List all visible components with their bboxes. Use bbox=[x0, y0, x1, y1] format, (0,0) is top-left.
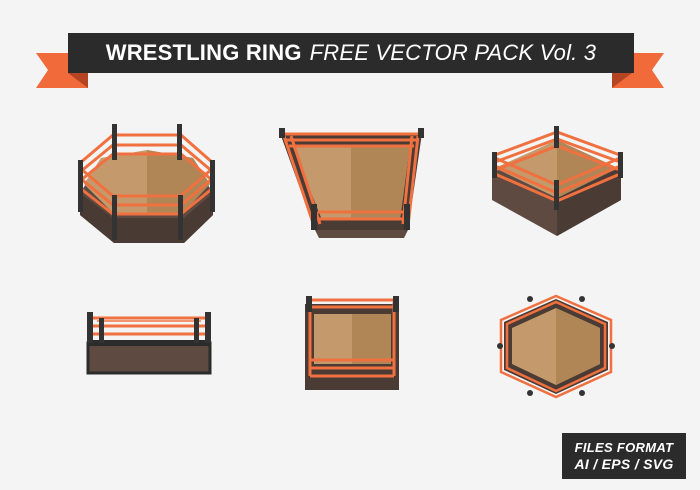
ring-front-view bbox=[305, 296, 399, 390]
octagon-ring-back-ropes bbox=[79, 133, 214, 183]
square-ring-front bbox=[279, 128, 424, 238]
ring-side-view-ropes bbox=[92, 316, 206, 336]
files-format-types: AI / EPS / SVG bbox=[574, 456, 674, 472]
octagon-ring-front-ropes bbox=[79, 166, 214, 216]
banner-left-fold bbox=[68, 73, 88, 88]
title-banner: WRESTLING RING FREE VECTOR PACK Vol. 3 bbox=[0, 0, 700, 110]
hexagon-ring-mat-shade bbox=[556, 308, 600, 385]
banner-title: WRESTLING RING FREE VECTOR PACK Vol. 3 bbox=[68, 33, 634, 73]
ring-side-view bbox=[86, 312, 212, 375]
banner-right-fold bbox=[612, 73, 632, 88]
hexagon-ring-ropes bbox=[499, 294, 613, 399]
hexagon-ring-posts bbox=[497, 296, 615, 396]
ring-front-view-ropes bbox=[308, 298, 396, 378]
square-ring-front-posts bbox=[279, 128, 424, 230]
square-ring-diamond-posts bbox=[492, 126, 623, 210]
banner-band bbox=[68, 33, 634, 73]
banner-ribbon bbox=[36, 33, 664, 88]
octagon-ring bbox=[78, 124, 215, 243]
square-ring-diamond-mat-shade bbox=[557, 140, 618, 198]
ring-front-view-mat-shade bbox=[352, 314, 391, 364]
banner-title-light: FREE VECTOR PACK Vol. 3 bbox=[309, 40, 597, 65]
files-format-badge: FILES FORMAT AI / EPS / SVG bbox=[562, 433, 686, 479]
ring-front-view-posts bbox=[306, 296, 399, 312]
square-ring-front-apron bbox=[315, 230, 408, 238]
banner-title-bold: WRESTLING RING bbox=[105, 40, 302, 65]
square-ring-front-mat-shade bbox=[351, 145, 410, 220]
ring-side-view-apron bbox=[86, 341, 212, 375]
hexagon-ring bbox=[497, 294, 615, 399]
files-format-label: FILES FORMAT bbox=[574, 440, 674, 455]
square-ring-diamond bbox=[492, 126, 623, 236]
ring-side-view-edge bbox=[88, 340, 210, 346]
octagon-ring-posts bbox=[78, 124, 215, 240]
ring-side-view-posts bbox=[87, 312, 211, 343]
